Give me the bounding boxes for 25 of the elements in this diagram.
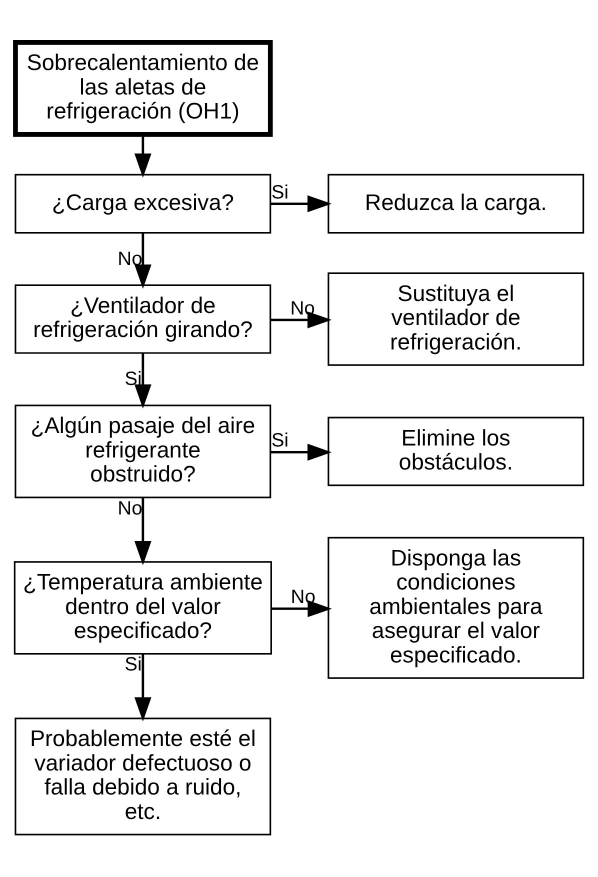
arrow <box>134 498 152 566</box>
arrow <box>134 353 152 409</box>
node-box: ¿Algún pasaje del aire refrigerante obstruido? <box>14 404 272 498</box>
arrow <box>270 444 332 461</box>
edge-label: Si <box>124 368 142 390</box>
node-box: Elimine los obstáculos. <box>328 416 584 486</box>
arrow <box>270 311 332 328</box>
arrow <box>270 195 332 212</box>
arrow <box>272 600 332 618</box>
arrow <box>134 232 152 289</box>
node-box: ¿Carga excesiva? <box>14 174 272 234</box>
edge-label: No <box>118 248 142 270</box>
node-box: Sustituya el ventilador de refrigeración. <box>328 272 584 366</box>
edge-label: Si <box>124 654 142 676</box>
node-box: ¿Ventilador de refrigeración girando? <box>14 284 272 354</box>
node-box: Reduzca la carga. <box>328 174 584 234</box>
node-box: Disponga las condiciones ambientales para asegurar el valor especificado. <box>328 536 584 679</box>
arrow <box>134 654 152 722</box>
node-box: ¿Temperatura ambiente dentro del valor especificado? <box>14 561 272 655</box>
edge-label: Si <box>271 181 289 204</box>
arrow <box>134 134 152 178</box>
edge-label: Si <box>271 430 289 452</box>
node-box: Sobrecalentamiento de las aletas de refrigeración (OH1) <box>13 40 273 137</box>
node-box: Probablemente esté el variador defectuoso o falla debido a ruido, etc. <box>14 718 272 836</box>
edge-label: No <box>118 497 142 520</box>
